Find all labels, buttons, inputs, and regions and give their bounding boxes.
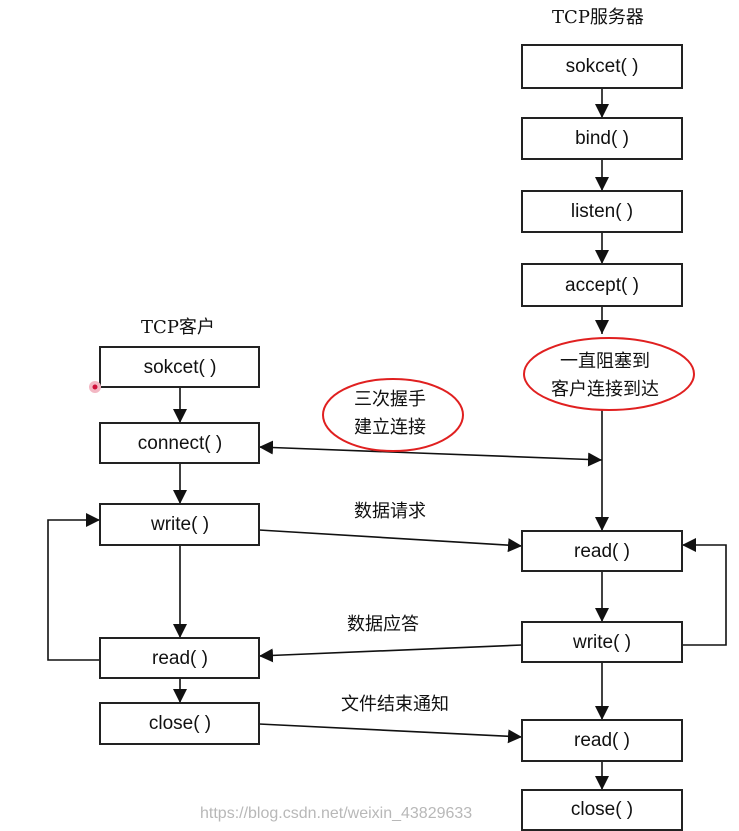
svg-text:connect( ): connect( )	[138, 433, 222, 454]
client-flow-arrows	[47, 387, 187, 703]
response-arrow	[258, 644, 523, 663]
server-step: sokcet( )	[521, 44, 683, 89]
svg-text:accept( ): accept( )	[565, 275, 639, 296]
eof-label: 文件结束通知	[341, 694, 449, 715]
svg-text:close( ): close( )	[149, 713, 211, 734]
svg-text:sokcet( ): sokcet( )	[144, 357, 217, 378]
client-title: TCP客户	[141, 317, 215, 338]
client-step: write( )	[99, 503, 260, 546]
svg-text:write( ): write( )	[572, 632, 631, 653]
response-label: 数据应答	[347, 614, 419, 635]
handshake-note: 三次握手 建立连接	[322, 378, 464, 452]
server-flow-arrows	[595, 88, 727, 790]
server-step: accept( )	[521, 263, 683, 307]
client-loop-arrow	[47, 513, 100, 661]
svg-text:close( ): close( )	[571, 799, 633, 820]
svg-text:建立连接: 建立连接	[354, 417, 426, 438]
svg-text:read( ): read( )	[152, 648, 208, 669]
watermark: https://blog.csdn.net/weixin_43829633	[200, 805, 472, 822]
request-label: 数据请求	[354, 501, 426, 522]
client-step: close( )	[99, 702, 260, 745]
svg-text:三次握手: 三次握手	[354, 389, 426, 410]
handshake-arrow	[258, 440, 603, 467]
svg-text:bind( ): bind( )	[575, 128, 629, 149]
svg-text:客户连接到达: 客户连接到达	[551, 379, 659, 400]
cursor-dot	[89, 381, 101, 393]
eof-arrow	[258, 723, 523, 744]
server-step: close( )	[521, 789, 683, 831]
server-step: bind( )	[521, 117, 683, 160]
svg-text:一直阻塞到: 一直阻塞到	[560, 351, 650, 372]
server-loop-arrow	[682, 538, 727, 646]
client-step: read( )	[99, 637, 260, 679]
svg-text:sokcet( ): sokcet( )	[566, 56, 639, 77]
server-blocking-note: 一直阻塞到 客户连接到达	[523, 337, 695, 411]
client-step: sokcet( )	[99, 346, 260, 388]
client-step: connect( )	[99, 422, 260, 464]
server-step: read( )	[521, 530, 683, 572]
svg-text:listen( ): listen( )	[571, 201, 633, 222]
svg-text:write( ): write( )	[150, 514, 209, 535]
svg-text:read( ): read( )	[574, 541, 630, 562]
server-step: listen( )	[521, 190, 683, 233]
request-arrow	[258, 529, 523, 553]
server-step: read( )	[521, 719, 683, 762]
server-step: write( )	[521, 621, 683, 663]
svg-text:read( ): read( )	[574, 730, 630, 751]
server-title: TCP服务器	[552, 7, 644, 28]
